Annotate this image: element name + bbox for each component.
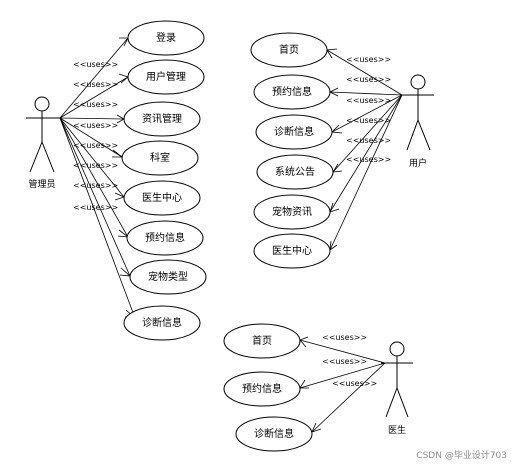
admin-use-cases: 登录 用户管理 资讯管理 科室 医生中心 预约信息 宠物类型 诊断信息: [121, 20, 207, 341]
use-case-label: 医生中心: [272, 244, 312, 257]
uses-label: <<uses>>: [346, 55, 391, 64]
use-case: 预约信息: [253, 74, 331, 110]
use-case: 预约信息: [126, 220, 204, 256]
use-case: 宠物资讯: [253, 194, 331, 230]
use-case: 用户管理: [127, 59, 205, 95]
uses-label: <<uses>>: [322, 333, 367, 342]
actor-admin-figure: [26, 96, 60, 173]
user-edge-labels: <<uses>> <<uses>> <<uses>> <<uses>> <<us…: [346, 55, 391, 164]
uses-label: <<uses>>: [346, 155, 391, 164]
uses-label: <<uses>>: [73, 161, 118, 170]
uses-label: <<uses>>: [73, 121, 118, 130]
uses-label: <<uses>>: [346, 136, 391, 145]
use-case-label: 首页: [252, 334, 272, 347]
use-case-label: 系统公告: [275, 165, 315, 178]
use-case: 诊断信息: [255, 114, 333, 150]
use-case-label: 诊断信息: [254, 427, 294, 440]
use-case-label: 首页: [279, 43, 299, 56]
use-case: 宠物类型: [129, 259, 207, 295]
uses-label: <<uses>>: [322, 357, 367, 366]
use-case: 首页: [250, 32, 328, 68]
user-use-cases: 首页 预约信息 诊断信息 系统公告 宠物资讯 医生中心: [250, 32, 334, 269]
use-case-label: 诊断信息: [274, 125, 314, 138]
use-case: 资讯管理: [123, 101, 201, 137]
use-case-label: 医生中心: [142, 191, 182, 204]
use-case: 系统公告: [256, 154, 334, 190]
use-case-label: 宠物资讯: [272, 205, 312, 218]
admin-edge-labels: <<uses>> <<uses>> <<uses>> <<uses>> <<us…: [73, 60, 118, 212]
actor-doctor-label: 医生: [388, 424, 406, 436]
use-case: 预约信息: [223, 371, 301, 407]
use-case-label: 预约信息: [145, 231, 185, 244]
use-case: 医生中心: [123, 180, 201, 216]
uses-label: <<uses>>: [73, 80, 118, 89]
uses-label: <<uses>>: [73, 100, 118, 109]
use-case: 科室: [121, 140, 199, 176]
use-case-label: 宠物类型: [148, 270, 188, 283]
uses-label: <<uses>>: [346, 116, 391, 125]
actor-user-figure: [402, 74, 434, 151]
uses-label: <<uses>>: [73, 181, 118, 190]
use-case: 首页: [223, 323, 301, 359]
use-case-label: 用户管理: [146, 70, 186, 83]
use-case: 医生中心: [253, 233, 331, 269]
use-case: 诊断信息: [123, 305, 201, 341]
uses-label: <<uses>>: [73, 60, 118, 69]
use-case-label: 科室: [150, 151, 170, 164]
uses-label: <<uses>>: [346, 75, 391, 84]
use-case-label: 诊断信息: [142, 316, 182, 329]
doctor-use-cases: 首页 预约信息 诊断信息: [223, 323, 313, 452]
uses-label: <<uses>>: [73, 203, 118, 212]
uses-label: <<uses>>: [332, 379, 377, 388]
uses-label: <<uses>>: [73, 141, 118, 150]
uses-label: <<uses>>: [346, 96, 391, 105]
actor-user-label: 用户: [409, 157, 427, 169]
doctor-edge-labels: <<uses>> <<uses>> <<uses>>: [322, 333, 377, 388]
use-case: 登录: [127, 20, 205, 56]
watermark-text: CSDN @毕业设计703: [416, 449, 507, 461]
use-case-label: 登录: [156, 31, 176, 44]
use-case-label: 资讯管理: [142, 112, 182, 125]
actor-admin-label: 管理员: [28, 178, 55, 190]
actor-doctor-figure: [381, 341, 413, 418]
use-case-label: 预约信息: [242, 382, 282, 395]
use-case: 诊断信息: [235, 416, 313, 452]
use-case-label: 预约信息: [272, 85, 312, 98]
